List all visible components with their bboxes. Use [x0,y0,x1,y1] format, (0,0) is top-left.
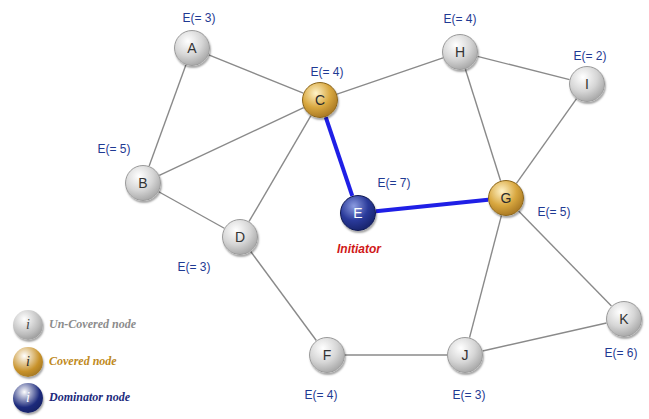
dominator-link [376,200,488,211]
graph-edge [345,354,447,355]
energy-label: E(= 2) [573,50,606,62]
graph-edge [519,211,612,306]
graph-edge [465,69,500,181]
node-id: A [187,41,196,55]
node-id: J [462,348,469,362]
energy-label: E(= 4) [304,389,337,401]
graph-edge [159,192,225,228]
graph-edge [251,251,317,340]
node-id: F [323,348,332,362]
legend-text: Un-Covered node [49,317,136,332]
node-id: D [235,230,245,244]
graph-edge [477,56,569,79]
node-id: B [138,176,147,190]
energy-label: E(= 4) [310,66,343,78]
graph-edge [516,99,576,184]
energy-label: E(= 6) [604,347,637,359]
legend-text: Dominator node [49,390,130,405]
energy-label: E(= 3) [177,261,210,273]
graph-node: KE(= 6) [606,301,642,337]
energy-label: E(= 3) [182,12,215,24]
node-id: C [315,93,325,107]
graph-node: JE(= 3) [447,337,483,373]
energy-label: E(= 5) [97,143,130,155]
energy-label: E(= 4) [443,13,476,25]
legend-symbol-letter: i [13,383,43,413]
initiator-label: Initiator [337,243,381,255]
graph-node: EE(= 7)Initiator [340,195,376,231]
graph-edge [483,323,607,351]
graph-edge [470,215,502,337]
graph-edge [149,65,186,166]
node-id: I [585,77,589,91]
graph-node: AE(= 3) [174,30,210,66]
graph-node: IE(= 2) [569,66,605,102]
graph-node: GE(= 5) [488,180,524,216]
legend-symbol-letter: i [13,347,43,377]
energy-label: E(= 3) [452,389,485,401]
energy-label: E(= 7) [377,177,410,189]
graph-edge [249,116,311,222]
graph-node: CE(= 4) [302,82,338,118]
node-id: H [455,45,465,59]
graph-edge [209,55,304,93]
graph-edge [337,58,443,94]
graph-node: BE(= 5) [125,165,161,201]
node-id: G [501,191,512,205]
graph-node: HE(= 4) [442,34,478,70]
graph-node: DE(= 3) [222,219,258,255]
legend-symbol-letter: i [13,310,43,340]
energy-label: E(= 5) [537,206,570,218]
legend-text: Covered node [49,354,117,369]
graph-node: FE(= 4) [309,337,345,373]
node-id: K [619,312,628,326]
dominator-link [326,117,353,196]
node-id: E [353,206,362,220]
